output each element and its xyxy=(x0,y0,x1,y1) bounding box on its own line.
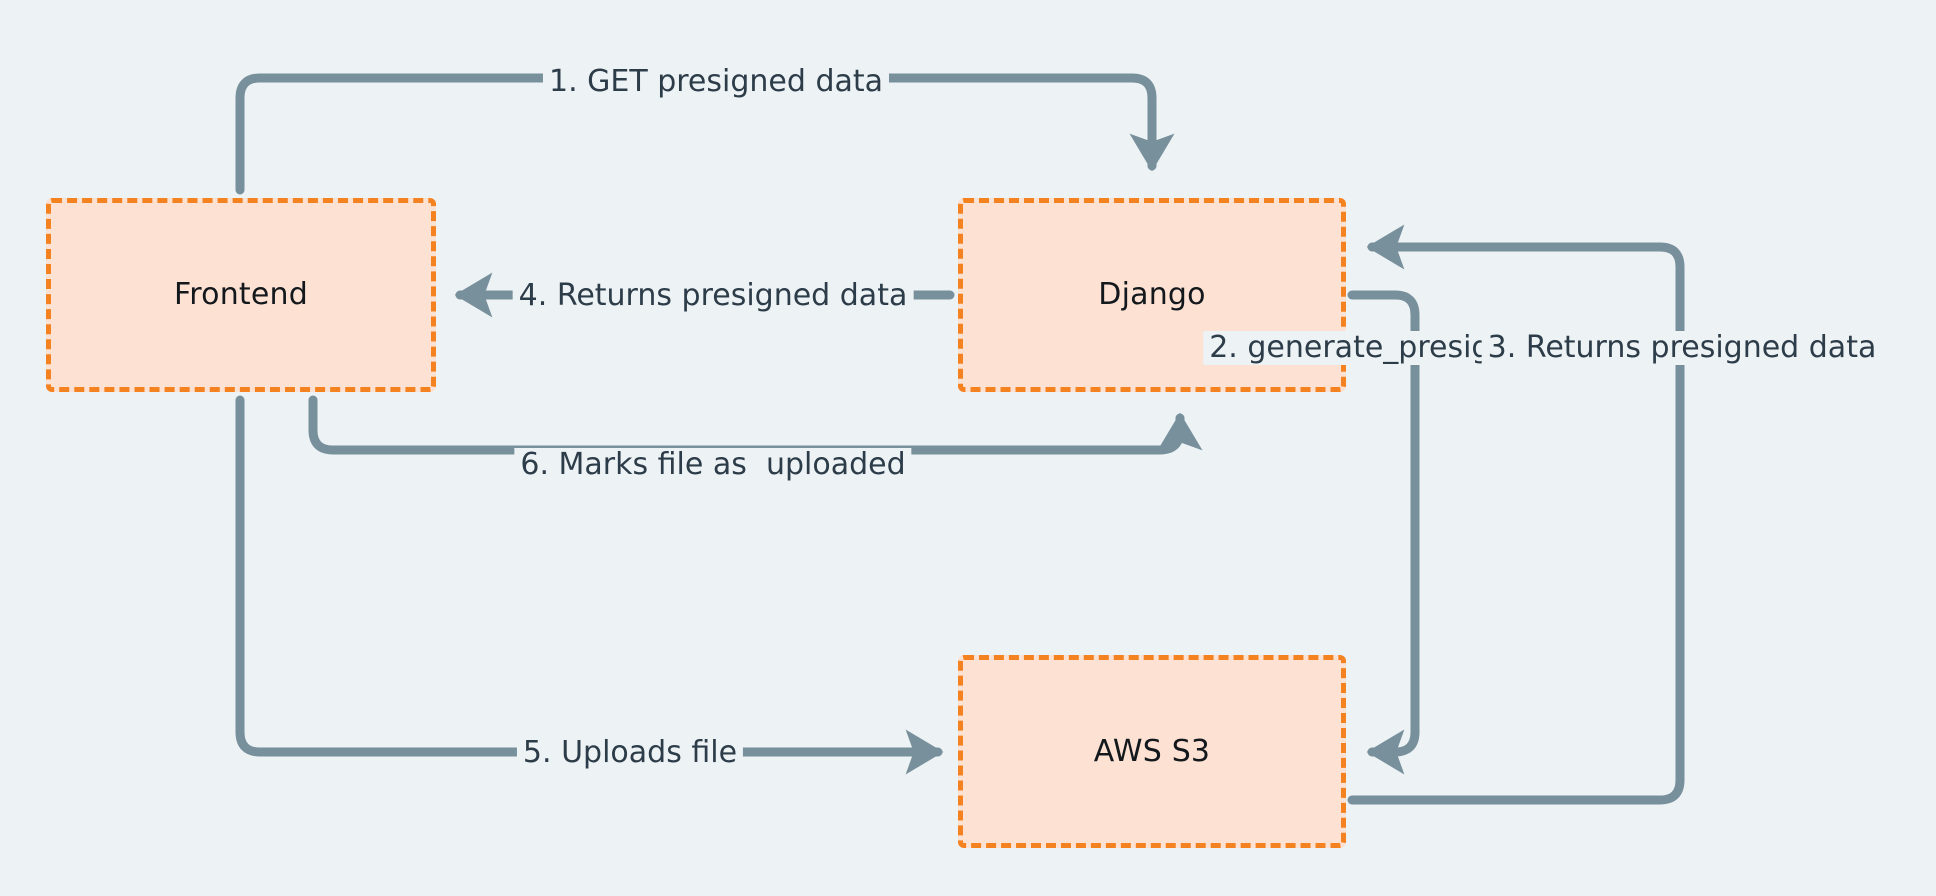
edge-5-path xyxy=(235,395,944,775)
node-aws-s3-label: AWS S3 xyxy=(1093,733,1211,769)
node-frontend[interactable]: Frontend xyxy=(46,198,436,392)
edge-label-1: 1. GET presigned data xyxy=(542,65,890,99)
node-aws-s3[interactable]: AWS S3 xyxy=(958,655,1346,848)
edge-6-path xyxy=(308,395,1203,455)
node-frontend-label: Frontend xyxy=(174,277,308,312)
edge-label-3: 3. Returns presigned data xyxy=(1481,331,1883,365)
edge-label-4: 4. Returns presigned data xyxy=(512,279,914,313)
edge-2-path xyxy=(1347,290,1420,775)
edge-label-6: 6. Marks file as uploaded xyxy=(514,448,912,482)
edge-3-path xyxy=(1347,224,1685,805)
edge-label-5: 5. Uploads file xyxy=(516,736,744,770)
node-django-label: Django xyxy=(1098,277,1206,312)
